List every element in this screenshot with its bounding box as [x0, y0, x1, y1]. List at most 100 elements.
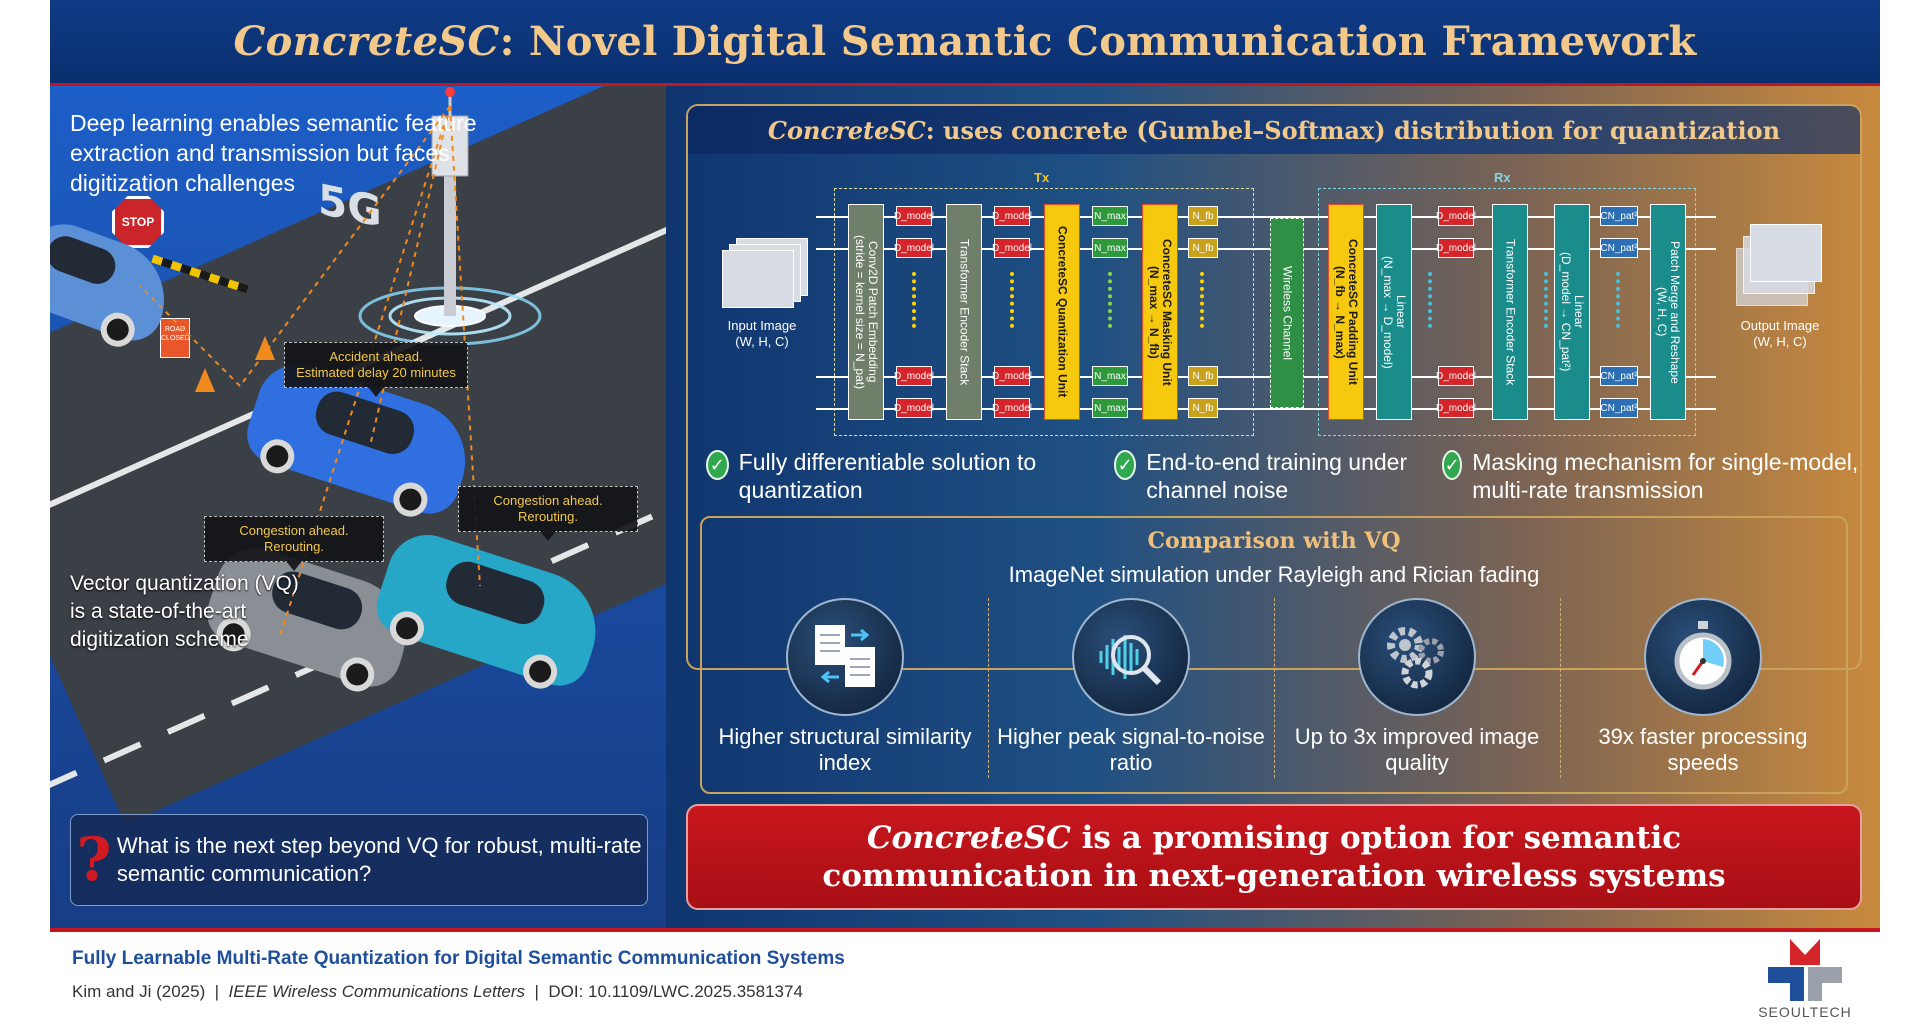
n-fb-chip: N_fb: [1188, 366, 1218, 386]
callout-congestion-right: Congestion ahead. Rerouting.: [458, 486, 638, 541]
metric-quality: Up to 3x improved image quality: [1274, 598, 1560, 788]
footer-rule: [50, 928, 1880, 932]
flow-line: [816, 408, 1716, 410]
flow-line: [816, 248, 1716, 250]
d-model-chip: D_model: [894, 206, 934, 226]
padding-unit-block: ConcreteSC Padding Unit (N_fb → N_max): [1328, 204, 1364, 420]
framework-banner-italic: ConcreteSC: [767, 115, 926, 145]
paper-citation: Kim and Ji (2025) | IEEE Wireless Commun…: [72, 982, 803, 1002]
tx-group: [834, 188, 1254, 436]
ellipsis-dots: [912, 272, 916, 328]
d-model-chip: D_model: [1436, 238, 1476, 258]
metric-label: 39x faster processing speeds: [1598, 724, 1808, 775]
paper-doi: | DOI: 10.1109/LWC.2025.3581374: [525, 982, 803, 1001]
metric-label: Higher structural similarity index: [718, 724, 972, 775]
paper-title: Fully Learnable Multi-Rate Quantization …: [72, 948, 845, 969]
ellipsis-dots: [1108, 272, 1112, 328]
metric-divider: [1560, 598, 1561, 778]
vq-text: Vector quantization (VQ) is a state-of-t…: [70, 572, 299, 651]
check-icon: ✓: [1442, 450, 1463, 480]
metric-psnr: Higher peak signal-to-noise ratio: [988, 598, 1274, 788]
ellipsis-dots: [1544, 272, 1548, 328]
tx-transformer-encoder-block: Transformer Encoder Stack: [946, 204, 982, 420]
framework-banner-rest: : uses concrete (Gumbel–Softmax) distrib…: [925, 115, 1781, 145]
d-model-chip: D_model: [894, 398, 934, 418]
cn-pat-chip: CN_pat²: [1600, 206, 1638, 226]
comparison-subtitle: ImageNet simulation under Rayleigh and R…: [1008, 562, 1540, 587]
title-rest: : Novel Digital Semantic Communication F…: [499, 18, 1697, 65]
input-image-label: Input Image (W, H, C): [727, 318, 797, 349]
cn-pat-chip: CN_pat²: [1600, 398, 1638, 418]
scenario-panel: 5G STOP ROAD CLOSED Deep learnin: [50, 86, 666, 928]
lead-text: Deep learning enables semantic feature e…: [70, 110, 477, 196]
stopwatch-icon: [1644, 598, 1762, 716]
rx-transformer-encoder-block: Transformer Encoder Stack: [1492, 204, 1528, 420]
metric-speed: 39x faster processing speeds: [1560, 598, 1846, 788]
linear-out-block: Linear (D_model → CN_pat²): [1554, 204, 1590, 420]
quantization-unit-block: ConcreteSC Quantization Unit: [1044, 204, 1080, 420]
input-image-icon: [722, 238, 808, 308]
d-model-chip: D_model: [992, 238, 1032, 258]
metric-divider: [988, 598, 989, 778]
check-icon: ✓: [706, 450, 729, 480]
d-model-chip: D_model: [894, 366, 934, 386]
framework-panel: ConcreteSC: uses concrete (Gumbel–Softma…: [666, 86, 1880, 928]
architecture-diagram: Input Image (W, H, C) Tx Rx Conv2D Patch…: [708, 158, 1848, 450]
rx-group: [1318, 188, 1696, 436]
d-model-chip: D_model: [1436, 206, 1476, 226]
comparison-box: Comparison with VQ ImageNet simulation u…: [700, 516, 1848, 794]
n-max-chip: N_max: [1092, 366, 1128, 386]
gears-icon: [1358, 598, 1476, 716]
road-closed-sign: ROAD CLOSED: [160, 318, 190, 358]
output-image-label: Output Image (W, H, C): [1740, 318, 1820, 349]
check-icon: ✓: [1114, 450, 1137, 480]
metric-divider: [1274, 598, 1275, 778]
output-image-icon: [1736, 224, 1822, 306]
n-max-chip: N_max: [1092, 398, 1128, 418]
metric-label: Higher peak signal-to-noise ratio: [997, 724, 1265, 775]
patch-merge-block: Patch Merge and Reshape (W, H, C): [1650, 204, 1686, 420]
ellipsis-dots: [1200, 272, 1204, 328]
paper-journal: IEEE Wireless Communications Letters: [228, 982, 526, 1001]
d-model-chip: D_model: [992, 366, 1032, 386]
n-max-chip: N_max: [1092, 238, 1128, 258]
cell-tower-icon: [358, 87, 542, 346]
d-model-chip: D_model: [1436, 398, 1476, 418]
feature-text: Masking mechanism for single-model, mult…: [1472, 449, 1859, 503]
tx-label: Tx: [1034, 170, 1050, 185]
feature-item: ✓ End-to-end training under channel nois…: [1114, 448, 1434, 504]
ellipsis-dots: [1616, 272, 1620, 328]
traffic-cone-icon: [255, 336, 275, 360]
d-model-chip: D_model: [992, 398, 1032, 418]
title-italic: ConcreteSC: [233, 18, 500, 65]
linear-in-block: Linear (N_max → D_model): [1376, 204, 1412, 420]
callout-accident: Accident ahead. Estimated delay 20 minut…: [284, 342, 468, 397]
feature-item: ✓ Fully differentiable solution to quant…: [706, 448, 1046, 504]
conclusion-italic: ConcreteSC: [866, 820, 1071, 856]
d-model-chip: D_model: [894, 238, 934, 258]
documents-compare-icon: [786, 598, 904, 716]
ellipsis-dots: [1428, 272, 1432, 328]
seoultech-wordmark: SEOULTECH: [1758, 1004, 1852, 1020]
feature-item: ✓ Masking mechanism for single-model, mu…: [1442, 448, 1862, 504]
header-banner: ConcreteSC: Novel Digital Semantic Commu…: [50, 0, 1880, 86]
cn-pat-chip: CN_pat²: [1600, 366, 1638, 386]
comparison-title: Comparison with VQ: [1147, 528, 1401, 554]
signal-magnifier-icon: [1072, 598, 1190, 716]
question-box: ? What is the next step beyond VQ for ro…: [70, 814, 648, 906]
wireless-channel-block: Wireless Channel: [1270, 218, 1304, 408]
masking-unit-block: ConcreteSC Masking Unit (N_max → N_fb): [1142, 204, 1178, 420]
d-model-chip: D_model: [1436, 366, 1476, 386]
metric-ssim: Higher structural similarity index: [702, 598, 988, 788]
cn-pat-chip: CN_pat²: [1600, 238, 1638, 258]
conclusion-rest: is a promising option for semantic commu…: [822, 820, 1726, 894]
metric-label: Up to 3x improved image quality: [1294, 724, 1540, 775]
n-max-chip: N_max: [1092, 206, 1128, 226]
n-fb-chip: N_fb: [1188, 238, 1218, 258]
page-title: ConcreteSC: Novel Digital Semantic Commu…: [234, 18, 1697, 65]
feature-text: End-to-end training under channel noise: [1146, 449, 1408, 503]
traffic-cone-icon: [195, 368, 215, 392]
framework-frame: ConcreteSC: uses concrete (Gumbel–Softma…: [686, 104, 1862, 670]
paper-authors: Kim and Ji (2025) |: [72, 982, 229, 1001]
rx-label: Rx: [1494, 170, 1511, 185]
